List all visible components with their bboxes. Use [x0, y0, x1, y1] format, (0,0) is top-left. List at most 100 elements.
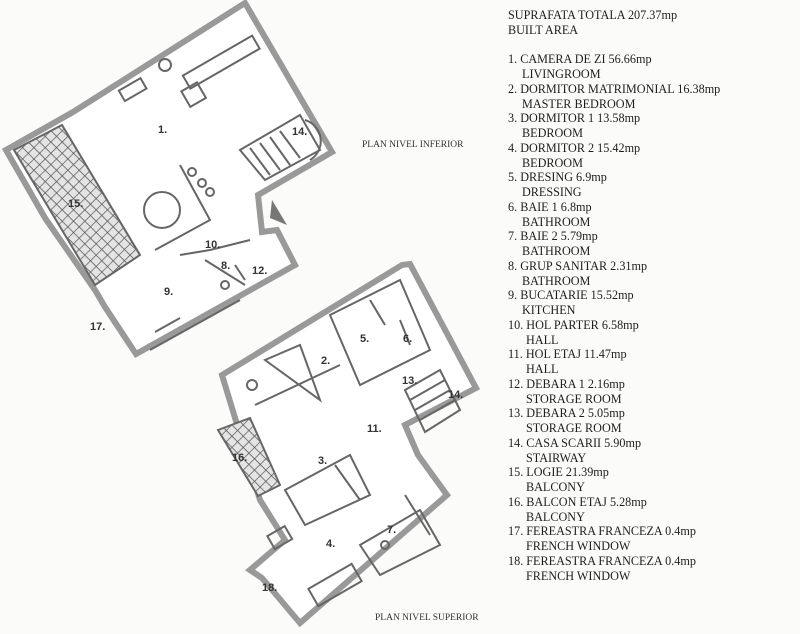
- room-name-area: BALCON ETAJ 5.28mp: [526, 494, 647, 509]
- room-number: 2.: [508, 81, 518, 96]
- room-number: 1.: [508, 52, 518, 67]
- room-name: 3. DORMITOR 1 13.58mp: [508, 111, 720, 126]
- room-name-area: BUCATARIE 15.52mp: [520, 288, 634, 303]
- room-name: 7. BAIE 2 5.79mp: [508, 229, 720, 244]
- room-label-17: 17.: [90, 321, 105, 333]
- room-label-10: 10.: [205, 239, 220, 251]
- room-name: 13. DEBARA 2 5.05mp: [508, 406, 720, 421]
- room-name-area: DORMITOR MATRIMONIAL 16.38mp: [520, 81, 721, 96]
- room-name: 5. DRESING 6.9mp: [508, 170, 720, 185]
- room-label-5: 5.: [360, 333, 369, 345]
- logia-hatched: [12, 123, 142, 287]
- room-number: 18.: [508, 553, 524, 568]
- room-label-18: 18.: [262, 582, 277, 594]
- lower-level-plan: [1, 0, 337, 358]
- balcony-hatched: [216, 416, 282, 498]
- room-name-area: LOGIE 21.39mp: [526, 465, 609, 480]
- room-name: 11. HOL ETAJ 11.47mp: [508, 347, 720, 362]
- room-number: 11.: [508, 347, 523, 362]
- room-name: 12. DEBARA 1 2.16mp: [508, 377, 720, 392]
- room-label-12: 12.: [252, 265, 267, 277]
- room-label-1: 1.: [158, 124, 167, 136]
- room-name-en: FRENCH WINDOW: [526, 539, 631, 553]
- room-name: 9. BUCATARIE 15.52mp: [508, 288, 720, 303]
- room-number: 6.: [508, 199, 518, 214]
- room-number: 16.: [508, 494, 524, 509]
- room-name-area: CAMERA DE ZI 56.66mp: [520, 52, 652, 67]
- entrance-arrow-icon: [270, 200, 287, 225]
- room-label-9: 9.: [164, 286, 173, 298]
- room-number: 17.: [508, 524, 524, 539]
- room-label-14-upper: 14.: [448, 389, 463, 401]
- room-number: 8.: [508, 258, 518, 273]
- room-number: 9.: [508, 288, 518, 303]
- room-label-14: 14.: [292, 126, 307, 138]
- room-name-en: KITCHEN: [522, 303, 576, 317]
- room-number: 14.: [508, 435, 524, 450]
- room-name: 1. CAMERA DE ZI 56.66mp: [508, 52, 720, 67]
- room-label-8: 8.: [221, 260, 230, 272]
- room-label-6: 6.: [403, 333, 412, 345]
- room-name-area: DRESING 6.9mp: [520, 170, 607, 185]
- room-name-en: BATHROOM: [522, 214, 591, 229]
- room-name-area: DEBARA 2 5.05mp: [526, 406, 625, 421]
- room-number: 5.: [508, 170, 518, 185]
- room-name-en: BATHROOM: [522, 273, 591, 288]
- room-label-11: 11.: [367, 423, 382, 435]
- room-number: 7.: [508, 229, 518, 244]
- room-name: 18. FEREASTRA FRANCEZA 0.4mp: [508, 554, 720, 569]
- upper-plan-title: PLAN NIVEL SUPERIOR: [375, 613, 479, 623]
- room-name: 4. DORMITOR 2 15.42mp: [508, 141, 720, 156]
- room-name: 6. BAIE 1 6.8mp: [508, 200, 720, 215]
- room-name: 8. GRUP SANITAR 2.31mp: [508, 259, 720, 274]
- room-name-en: BEDROOM: [522, 126, 583, 140]
- room-number: 13.: [508, 406, 524, 421]
- room-name-area: FEREASTRA FRANCEZA 0.4mp: [526, 524, 696, 539]
- room-label-2: 2.: [321, 355, 330, 367]
- room-number: 15.: [508, 465, 524, 480]
- room-number: 3.: [508, 111, 518, 126]
- room-number: 4.: [508, 140, 518, 155]
- room-label-4: 4.: [326, 538, 335, 550]
- room-name-area: GRUP SANITAR 2.31mp: [520, 258, 648, 273]
- room-name-area: FEREASTRA FRANCEZA 0.4mp: [526, 553, 696, 568]
- total-area-en: BUILT AREA: [508, 22, 579, 37]
- lower-room-labels: 1. 14. 15. 10. 8. 12. 9. 17.: [68, 124, 307, 333]
- room-number: 10.: [508, 317, 524, 332]
- room-name-en: BATHROOM: [522, 244, 591, 258]
- room-name-area: BAIE 2 5.79mp: [520, 229, 598, 244]
- room-name-en: FRENCH WINDOW: [526, 568, 631, 583]
- room-name-en: BEDROOM: [522, 155, 583, 170]
- room-name-area: DORMITOR 2 15.42mp: [520, 140, 641, 155]
- total-area: SUPRAFATA TOTALA 207.37mp: [508, 8, 678, 22]
- room-name-area: CASA SCARII 5.90mp: [526, 435, 642, 450]
- room-name-area: HOL ETAJ 11.47mp: [525, 347, 627, 362]
- room-name-en: BALCONY: [526, 480, 585, 494]
- upper-level-plan: [216, 260, 481, 628]
- room-name-en: LIVINGROOM: [522, 67, 601, 81]
- room-name: 17. FEREASTRA FRANCEZA 0.4mp: [508, 524, 720, 539]
- room-name-en: STAIRWAY: [526, 450, 587, 465]
- room-name-area: BAIE 1 6.8mp: [520, 199, 592, 214]
- room-label-13: 13.: [402, 375, 417, 387]
- room-name-en: DRESSING: [522, 185, 582, 199]
- room-name: 15. LOGIE 21.39mp: [508, 465, 720, 480]
- room-name: 16. BALCON ETAJ 5.28mp: [508, 495, 720, 510]
- room-label-7: 7.: [387, 524, 396, 536]
- room-name: 14. CASA SCARII 5.90mp: [508, 436, 720, 451]
- room-name-area: DEBARA 1 2.16mp: [526, 376, 625, 391]
- room-name-en: MASTER BEDROOM: [522, 96, 636, 111]
- room-label-16: 16.: [232, 452, 247, 464]
